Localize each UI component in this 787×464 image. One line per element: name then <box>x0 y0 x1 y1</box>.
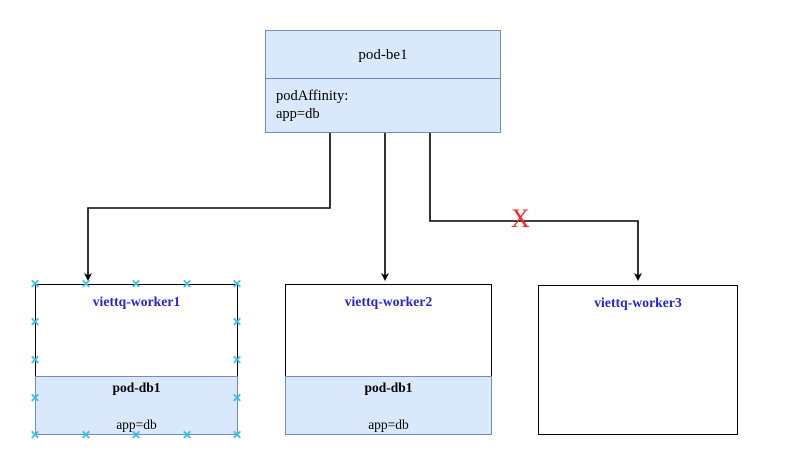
pod-be1-node[interactable]: pod-be1 podAffinity: app=db <box>265 30 501 133</box>
resize-handle[interactable]: ✕ <box>29 276 41 291</box>
inner-pod-node-2[interactable]: pod-db1 app=db <box>285 376 492 435</box>
worker-label-2: viettq-worker2 <box>344 294 433 309</box>
inner-pod-labels-1: app=db <box>116 417 157 432</box>
worker-node-1[interactable]: viettq-worker1 pod-db1 app=db <box>35 284 238 435</box>
edge-to-worker3-blocked[interactable] <box>429 133 642 281</box>
resize-handle[interactable]: ✕ <box>80 276 92 291</box>
pod-be1-affinity: podAffinity: app=db <box>276 88 349 122</box>
resize-handle[interactable]: ✕ <box>130 427 142 442</box>
resize-handle[interactable]: ✕ <box>231 427 243 442</box>
resize-handle[interactable]: ✕ <box>181 276 193 291</box>
resize-handle[interactable]: ✕ <box>29 314 41 329</box>
worker-node-2[interactable]: viettq-worker2 pod-db1 app=db <box>285 284 492 435</box>
pod-be1-title: pod-be1 <box>266 31 500 79</box>
resize-handle[interactable]: ✕ <box>130 276 142 291</box>
resize-handle[interactable]: ✕ <box>231 352 243 367</box>
resize-handle[interactable]: ✕ <box>80 427 92 442</box>
inner-pod-title-1: pod-db1 <box>112 380 161 395</box>
inner-pod-labels-2: app=db <box>368 417 409 432</box>
worker-label-1: viettq-worker1 <box>92 294 181 309</box>
inner-pod-title-2: pod-db1 <box>364 380 413 395</box>
inner-pod-node-1[interactable]: pod-db1 app=db <box>35 376 238 435</box>
resize-handle[interactable]: ✕ <box>29 390 41 405</box>
edge-to-worker1[interactable] <box>84 133 331 281</box>
blocked-x-icon: X <box>511 204 530 233</box>
worker-node-3[interactable]: viettq-worker3 <box>538 285 738 435</box>
worker-label-3: viettq-worker3 <box>594 295 682 310</box>
resize-handle[interactable]: ✕ <box>231 390 243 405</box>
resize-handle[interactable]: ✕ <box>29 427 41 442</box>
resize-handle[interactable]: ✕ <box>231 276 243 291</box>
resize-handle[interactable]: ✕ <box>231 314 243 329</box>
resize-handle[interactable]: ✕ <box>181 427 193 442</box>
resize-handle[interactable]: ✕ <box>29 352 41 367</box>
